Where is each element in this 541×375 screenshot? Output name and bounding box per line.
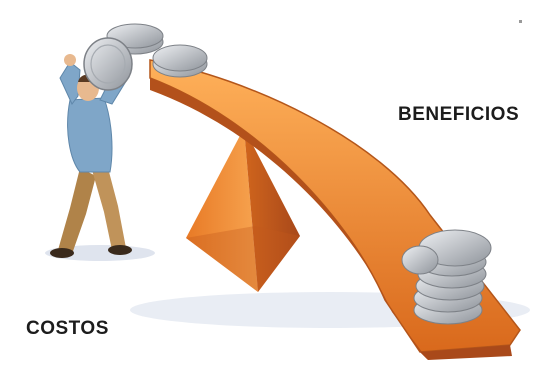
corner-mark	[519, 20, 522, 23]
coins-bottom-stack	[401, 229, 492, 325]
fulcrum-pyramid	[186, 128, 300, 292]
lifted-coin	[83, 37, 133, 91]
man-figure	[50, 54, 132, 258]
costs-label: COSTOS	[26, 318, 109, 339]
benefits-label: BENEFICIOS	[398, 104, 520, 125]
